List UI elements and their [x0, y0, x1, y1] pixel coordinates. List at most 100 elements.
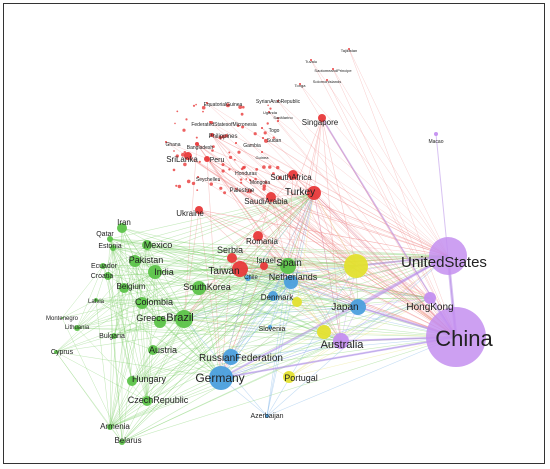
node-yellow3[interactable] [292, 297, 302, 307]
node-denmark[interactable] [268, 291, 278, 301]
node-bangladesh[interactable] [195, 142, 199, 146]
edge-ecuador-turkey [102, 192, 315, 267]
node-croatia[interactable] [104, 272, 112, 280]
node-iran[interactable] [117, 223, 127, 233]
node-saotome[interactable] [332, 68, 334, 70]
node-tuvalu[interactable] [310, 59, 312, 61]
minor-node-dot [276, 165, 280, 170]
edge-armenia-spain [109, 265, 289, 428]
node-austria[interactable] [148, 345, 158, 355]
node-belarus[interactable] [119, 439, 125, 445]
node-saudiarabia[interactable] [266, 192, 276, 202]
node-israel[interactable] [260, 262, 268, 270]
node-armenia[interactable] [107, 424, 113, 430]
node-southafrica[interactable] [288, 170, 298, 180]
node-montenegro[interactable] [61, 317, 63, 319]
edge-czech-lithuania [76, 327, 148, 402]
node-qatar[interactable] [107, 236, 113, 242]
node-hungary[interactable] [127, 376, 137, 386]
node-portugal[interactable] [283, 371, 295, 383]
node-azerbaijan[interactable] [265, 414, 269, 418]
minor-node-dot [174, 122, 176, 125]
node-mongolia[interactable] [249, 179, 251, 181]
node-japan[interactable] [350, 299, 366, 315]
edge-estonia-japan [112, 247, 359, 308]
node-slovenia[interactable] [268, 325, 272, 329]
label-israel: Israel [256, 256, 276, 265]
node-mexico[interactable] [142, 240, 152, 250]
node-serbia[interactable] [227, 253, 237, 263]
node-turkey[interactable] [307, 186, 321, 200]
edge-greece-japan [159, 306, 359, 323]
minor-node-dot [196, 189, 199, 192]
node-china[interactable] [426, 307, 486, 367]
node-tajikistan[interactable] [348, 48, 350, 50]
node-netherlands[interactable] [284, 275, 298, 289]
edge-guinea-china [261, 151, 457, 338]
node-ukraine[interactable] [195, 206, 203, 214]
node-chile[interactable] [245, 275, 251, 281]
node-southkorea[interactable] [192, 281, 206, 295]
node-cyprus[interactable] [54, 350, 58, 354]
node-greece[interactable] [154, 316, 166, 328]
minor-node-dot [201, 105, 206, 110]
edge-singapore-australia [321, 117, 342, 342]
node-guinea[interactable] [261, 151, 263, 153]
label-peru: Peru [210, 157, 225, 164]
edge-belarus-australia [121, 340, 342, 443]
label-sanmarino: SanMarino [273, 115, 293, 120]
node-solomon[interactable] [326, 79, 328, 81]
minor-node-dot [177, 184, 182, 189]
label-hungary: Hungary [132, 374, 167, 384]
node-germany[interactable] [209, 366, 233, 390]
node-hongkong[interactable] [424, 292, 436, 304]
node-singapore[interactable] [318, 114, 326, 122]
node-sudan[interactable] [262, 137, 264, 139]
node-romania[interactable] [253, 231, 263, 241]
minor-node-dot [195, 136, 198, 139]
node-togo[interactable] [261, 127, 263, 129]
node-equatorialguinea[interactable] [206, 102, 208, 104]
node-gambia[interactable] [235, 142, 237, 144]
minor-node-dot [198, 160, 201, 163]
node-latvia[interactable] [94, 298, 98, 302]
edge-southafrica-spain [287, 174, 294, 267]
node-ecuador[interactable] [100, 263, 106, 269]
node-us[interactable] [429, 237, 467, 275]
node-russia[interactable] [223, 349, 239, 365]
node-yellow2[interactable] [317, 325, 331, 339]
edge-chile-turkey [247, 192, 315, 279]
node-syria[interactable] [277, 100, 279, 102]
node-australia[interactable] [333, 333, 349, 349]
node-bulgaria[interactable] [111, 333, 117, 339]
label-gambia: Gambia [243, 143, 261, 149]
node-czech[interactable] [142, 396, 152, 406]
edge-taiwan-italy [239, 265, 357, 270]
node-macao[interactable] [434, 132, 438, 136]
node-ghana[interactable] [165, 141, 167, 143]
node-pakistan[interactable] [129, 255, 141, 267]
node-india[interactable] [148, 265, 162, 279]
node-taiwan[interactable] [232, 261, 248, 277]
edge-armenia-austria [109, 349, 154, 428]
node-sanmarino[interactable] [277, 120, 279, 122]
edge-mexico-turkey [146, 192, 315, 246]
node-palestine[interactable] [235, 188, 237, 190]
node-spain[interactable] [280, 258, 296, 274]
node-colombia[interactable] [136, 297, 148, 309]
node-tonga[interactable] [299, 83, 301, 85]
node-brazil[interactable] [175, 310, 193, 328]
node-belgium[interactable] [119, 283, 129, 293]
node-srilanka[interactable] [184, 152, 192, 160]
node-estonia[interactable] [110, 245, 116, 251]
node-lithuania[interactable] [74, 325, 80, 331]
edge-tuvalu-us [310, 59, 449, 257]
node-italy[interactable] [344, 254, 368, 278]
minor-node-dot [175, 154, 179, 158]
label-brazil: Brazil [166, 312, 194, 324]
node-philippines[interactable] [210, 133, 214, 137]
node-uganda[interactable] [268, 111, 270, 113]
node-seychelles[interactable] [197, 176, 199, 178]
node-peru[interactable] [204, 156, 210, 162]
edge-ukraine-brazil [183, 209, 200, 320]
